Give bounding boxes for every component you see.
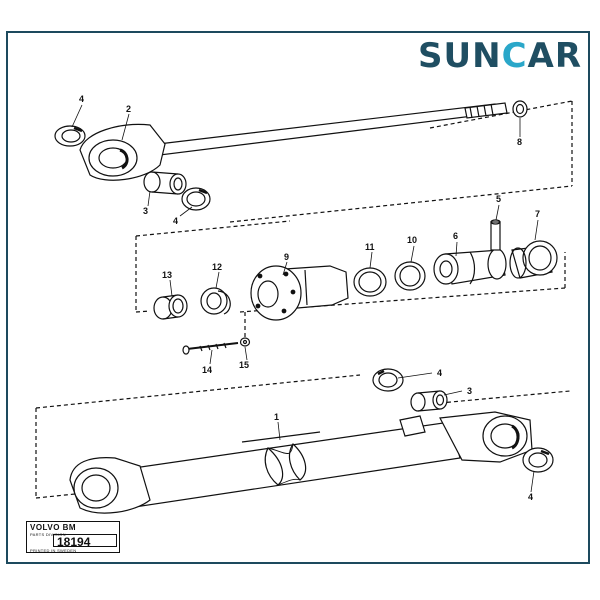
callout-3-rod: 3 — [143, 206, 148, 216]
callout-10: 10 — [407, 235, 417, 245]
guide-ring — [200, 287, 231, 315]
callout-4-tube-top: 4 — [437, 368, 442, 378]
wiper-ring-tube-eye — [522, 447, 554, 473]
callout-7: 7 — [535, 209, 540, 219]
stamp-number: 18194 — [57, 535, 91, 549]
lock-nut — [512, 100, 528, 118]
piston-seal — [509, 240, 558, 279]
wiper-ring-top-left — [54, 125, 86, 147]
bushing-rod-eye — [143, 171, 187, 195]
cylinder-head — [250, 265, 349, 321]
bushing-tube-eye — [410, 390, 448, 412]
suncar-logo: SUNCAR — [418, 36, 583, 76]
cylinder-tube — [69, 411, 533, 514]
leader-lines — [71, 104, 539, 493]
callout-9: 9 — [284, 252, 289, 262]
callout-11: 11 — [365, 242, 375, 252]
tube-section-outline — [35, 374, 571, 499]
rod-section-outline — [229, 100, 573, 223]
volvo-bm-parts-stamp: VOLVO BM PARTS DIVISION 18194 PRINTED IN… — [26, 521, 120, 553]
callout-14: 14 — [202, 365, 212, 375]
callout-2: 2 — [126, 104, 131, 114]
head-section-outline — [135, 220, 566, 340]
callout-15: 15 — [239, 360, 249, 370]
o-ring-11 — [353, 267, 387, 297]
callout-13: 13 — [162, 270, 172, 280]
callout-3-tube: 3 — [467, 386, 472, 396]
wiper-ring-rod-eye — [181, 187, 211, 211]
stamp-number-box — [53, 534, 117, 547]
callout-4-tube-eye: 4 — [528, 492, 533, 502]
callout-1: 1 — [274, 412, 279, 422]
wiper-ring-tube-top — [372, 368, 404, 392]
piston — [433, 248, 507, 285]
callout-4-rod: 4 — [173, 216, 178, 226]
callout-6: 6 — [453, 231, 458, 241]
callout-12: 12 — [212, 262, 222, 272]
callout-4-top-left: 4 — [79, 94, 84, 104]
screw — [182, 342, 239, 355]
locking-pin — [490, 219, 501, 251]
rod-seal — [153, 294, 188, 320]
backup-ring-10 — [394, 261, 426, 291]
callout-5: 5 — [496, 194, 501, 204]
stamp-brand: VOLVO BM — [30, 523, 77, 532]
piston-rod — [79, 102, 508, 181]
callout-8: 8 — [517, 137, 522, 147]
washer — [239, 337, 251, 347]
stamp-subtitle: PARTS DIVISION — [30, 532, 66, 537]
stamp-footer: PRINTED IN SWEDEN — [30, 548, 77, 553]
